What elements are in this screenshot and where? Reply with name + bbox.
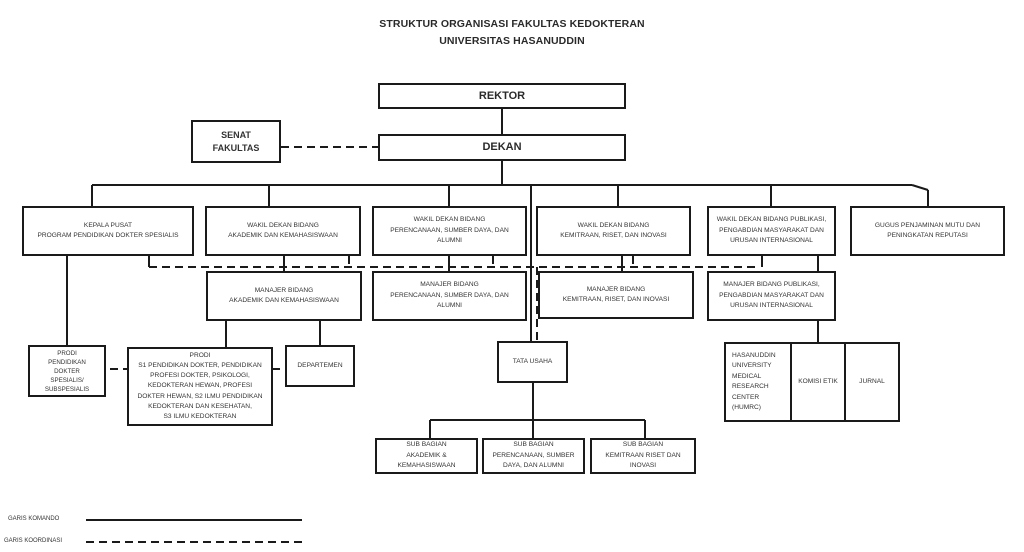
node-prodi-spesialis: PRODI PENDIDIKAN DOKTER SPESIALIS/ SUBSP… — [28, 345, 106, 397]
node-sub-bagian-kemitraan: SUB BAGIAN KEMITRAAN RISET DAN INOVASI — [590, 438, 696, 474]
node-tata-usaha: TATA USAHA — [497, 341, 568, 383]
chart-title-line-2: UNIVERSITAS HASANUDDIN — [439, 35, 585, 47]
node-gugus-penjaminan-mutu: GUGUS PENJAMINAN MUTU DAN PENINGKATAN RE… — [850, 206, 1005, 256]
node-rektor: REKTOR — [378, 83, 626, 109]
command-line — [911, 184, 929, 191]
legend-coordination-label: GARIS KOORDINASI — [4, 538, 63, 544]
node-manajer-perencanaan: MANAJER BIDANG PERENCANAAN, SUMBER DAYA,… — [372, 271, 527, 321]
node-manajer-publikasi: MANAJER BIDANG PUBLIKASI, PENGABDIAN MAS… — [707, 271, 836, 321]
legend-command-label: GARIS KOMANDO — [8, 516, 60, 522]
node-wakil-dekan-perencanaan: WAKIL DEKAN BIDANG PERENCANAAN, SUMBER D… — [372, 206, 527, 256]
node-humrc: HASANUDDIN UNIVERSITY MEDICAL RESEARCH C… — [724, 342, 792, 422]
node-komisi-etik: KOMISI ETIK — [790, 342, 846, 422]
node-jurnal: JURNAL — [844, 342, 900, 422]
node-manajer-kemitraan: MANAJER BIDANG KEMITRAAN, RISET, DAN INO… — [538, 271, 694, 319]
node-kepala-pusat: KEPALA PUSAT PROGRAM PENDIDIKAN DOKTER S… — [22, 206, 194, 256]
node-sub-bagian-perencanaan: SUB BAGIAN PERENCANAAN, SUMBER DAYA, DAN… — [482, 438, 585, 474]
node-wakil-dekan-kemitraan: WAKIL DEKAN BIDANG KEMITRAAN, RISET, DAN… — [536, 206, 691, 256]
node-dekan: DEKAN — [378, 134, 626, 161]
node-manajer-akademik: MANAJER BIDANG AKADEMIK DAN KEMAHASISWAA… — [206, 271, 362, 321]
chart-title-line-1: STRUKTUR ORGANISASI FAKULTAS KEDOKTERAN — [379, 18, 645, 30]
node-departemen: DEPARTEMEN — [285, 345, 355, 387]
node-wakil-dekan-akademik: WAKIL DEKAN BIDANG AKADEMIK DAN KEMAHASI… — [205, 206, 361, 256]
node-senat-fakultas: SENAT FAKULTAS — [191, 120, 281, 163]
node-sub-bagian-akademik: SUB BAGIAN AKADEMIK & KEMAHASISWAAN — [375, 438, 478, 474]
node-wakil-dekan-publikasi: WAKIL DEKAN BIDANG PUBLIKASI, PENGABDIAN… — [707, 206, 836, 256]
node-prodi: PRODI S1 PENDIDIKAN DOKTER, PENDIDIKAN P… — [127, 347, 273, 426]
